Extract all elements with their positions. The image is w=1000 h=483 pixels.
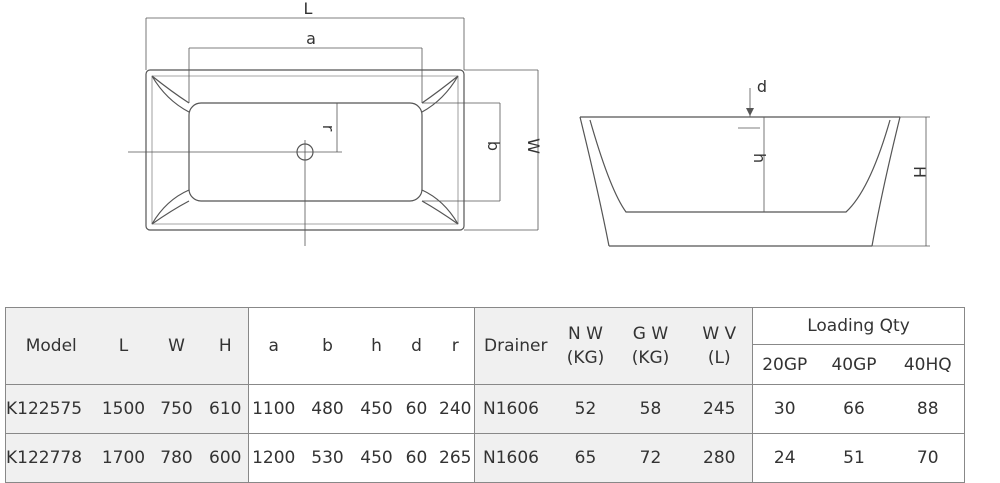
table-row: K122778 1700 780 600 1200 530 450 60 265… [5, 433, 965, 483]
header-40hq: 40HQ [891, 344, 965, 385]
cell-drainer: N1606 [474, 384, 557, 434]
cell-gw: 58 [614, 384, 687, 434]
cell-model: K122575 [5, 384, 97, 434]
cell-wv: 280 [686, 433, 753, 483]
header-nw-line2: (KG) [566, 348, 605, 368]
cell-b: 480 [298, 384, 357, 434]
top-view-corner-tl [151, 75, 190, 113]
header-40gp: 40GP [816, 344, 892, 385]
dim-W-label: W [524, 138, 543, 154]
bathtub-technical-drawing: L a W b r d h H [128, 0, 930, 247]
cell-a: 1100 [248, 384, 299, 434]
header-b: b [298, 307, 357, 385]
side-view-outer-right [871, 116, 901, 247]
header-h: h [356, 307, 397, 385]
cell-40hq: 88 [891, 384, 965, 434]
side-view [579, 88, 930, 247]
cell-model: K122778 [5, 433, 97, 483]
cell-L: 1500 [96, 384, 151, 434]
cell-d: 60 [396, 384, 437, 434]
side-view-inner-basin [589, 119, 891, 213]
cell-nw: 65 [556, 433, 615, 483]
dim-a-label: a [306, 29, 316, 48]
cell-W: 750 [150, 384, 203, 434]
dim-L-label: L [304, 0, 313, 18]
header-20gp: 20GP [752, 344, 817, 385]
header-gw-line2: (KG) [631, 348, 670, 368]
dim-b-label: b [484, 141, 503, 151]
cell-wv: 245 [686, 384, 753, 434]
header-H: H [202, 307, 249, 385]
cell-40gp: 66 [816, 384, 892, 434]
cell-r: 265 [436, 433, 475, 483]
dim-r-label: r [319, 125, 338, 132]
header-a: a [248, 307, 299, 385]
side-view-outer-left [579, 116, 610, 247]
cell-L: 1700 [96, 433, 151, 483]
top-view-corner-tr [421, 75, 459, 113]
cell-nw: 52 [556, 384, 615, 434]
cell-r: 240 [436, 384, 475, 434]
cell-W: 780 [150, 433, 203, 483]
spec-table: Model L W H a b h d r Drainer N W (KG) G… [5, 306, 965, 483]
cell-H: 610 [202, 384, 249, 434]
header-model: Model [5, 307, 97, 385]
top-view [128, 17, 539, 246]
cell-a: 1200 [248, 433, 299, 483]
cell-drainer: N1606 [474, 433, 557, 483]
header-L: L [96, 307, 151, 385]
header-wv-line1: W V [702, 324, 737, 344]
dim-d-label: d [757, 77, 767, 96]
dim-h-label: h [750, 153, 769, 163]
cell-40gp: 51 [816, 433, 892, 483]
cell-d: 60 [396, 433, 437, 483]
cell-20gp: 24 [752, 433, 817, 483]
cell-gw: 72 [614, 433, 687, 483]
dim-H-label: H [910, 166, 929, 178]
header-nw: N W (KG) [556, 307, 615, 385]
dim-d-arrowhead [746, 108, 754, 116]
header-drainer: Drainer [474, 307, 557, 385]
header-r: r [436, 307, 475, 385]
cell-h: 450 [356, 384, 397, 434]
table-row: K122575 1500 750 610 1100 480 450 60 240… [5, 384, 965, 434]
header-loading-qty: Loading Qty [752, 306, 965, 346]
header-gw-line1: G W [632, 324, 669, 344]
top-view-corner-bl [151, 189, 190, 225]
header-W: W [150, 307, 203, 385]
cell-20gp: 30 [752, 384, 817, 434]
header-nw-line1: N W [568, 324, 603, 344]
cell-b: 530 [298, 433, 357, 483]
cell-40hq: 70 [891, 433, 965, 483]
header-wv-line2: (L) [707, 348, 731, 368]
header-d: d [396, 307, 437, 385]
top-view-corner-br [421, 189, 459, 225]
header-wv: W V (L) [686, 307, 753, 385]
cell-H: 600 [202, 433, 249, 483]
header-gw: G W (KG) [614, 307, 687, 385]
cell-h: 450 [356, 433, 397, 483]
